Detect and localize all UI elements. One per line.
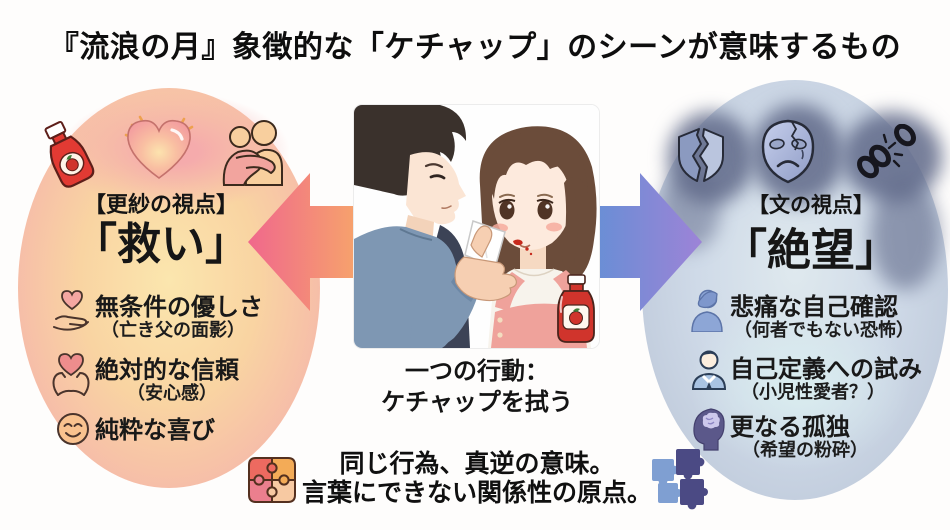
caption-line1: 一つの行動： bbox=[405, 358, 549, 385]
hands-holding-heart-icon bbox=[52, 353, 90, 396]
right-smudge bbox=[870, 180, 940, 290]
right-item-note: （希望の粉砕） bbox=[742, 440, 868, 460]
hand-offering-heart-icon bbox=[53, 290, 89, 331]
broken-chain-icon bbox=[857, 124, 916, 179]
right-item-title: 自己定義への試み bbox=[730, 356, 922, 383]
right-viewpoint-label: 【文の視点】 bbox=[748, 194, 874, 217]
right-cool-blob-glow bbox=[690, 300, 910, 470]
illustration-caption: 一つの行動： ケチャップを拭う bbox=[330, 356, 624, 418]
right-arrow bbox=[580, 173, 702, 311]
left-arrow bbox=[248, 173, 370, 311]
left-item-title: 無条件の優しさ bbox=[95, 294, 263, 321]
man-wiping-ketchup-from-girls-mouth bbox=[354, 105, 599, 348]
right-keyword: 「絶望」 bbox=[723, 226, 899, 275]
tragedy-mask-icon bbox=[761, 119, 815, 184]
center-illustration bbox=[353, 104, 600, 349]
facepalm-person-icon bbox=[691, 289, 723, 332]
smiling-face-icon bbox=[57, 413, 89, 445]
warm-puzzle-icon bbox=[248, 457, 296, 503]
caption-line2: ケチャップを拭う bbox=[381, 389, 573, 416]
left-keyword: 「救い」 bbox=[73, 220, 249, 269]
glowing-heart-icon bbox=[124, 115, 194, 179]
footer-line1: 同じ行為、真逆の意味。 bbox=[339, 450, 615, 478]
left-item-note: （亡き父の面影） bbox=[101, 320, 245, 340]
ketchup-bottle-icon bbox=[44, 120, 95, 188]
cool-puzzle-icon bbox=[652, 449, 708, 510]
left-item-title: 純粋な喜び bbox=[95, 417, 215, 444]
footer-line2: 言葉にできない関係性の原点。 bbox=[301, 479, 652, 507]
left-viewpoint-label: 【更紗の視点】 bbox=[83, 192, 238, 217]
page-title: 『流浪の月』象徴的な「ケチャップ」のシーンが意味するもの bbox=[48, 31, 902, 64]
right-item-title: 悲痛な自己確認 bbox=[730, 294, 898, 321]
businessman-icon bbox=[691, 350, 727, 390]
right-item-note: （小児性愛者？） bbox=[741, 382, 885, 402]
head-brain-icon bbox=[693, 408, 725, 451]
footer-statement: 同じ行為、真逆の意味。 言葉にできない関係性の原点。 bbox=[278, 450, 676, 508]
left-item-title: 絶対的な信頼 bbox=[95, 357, 239, 384]
left-item-note: （安心感） bbox=[127, 383, 217, 403]
right-item-note: （何者でもない恐怖） bbox=[734, 320, 914, 340]
right-item-title: 更なる孤独 bbox=[730, 414, 850, 441]
broken-shield-icon bbox=[678, 128, 724, 182]
hug-icon bbox=[222, 120, 283, 186]
